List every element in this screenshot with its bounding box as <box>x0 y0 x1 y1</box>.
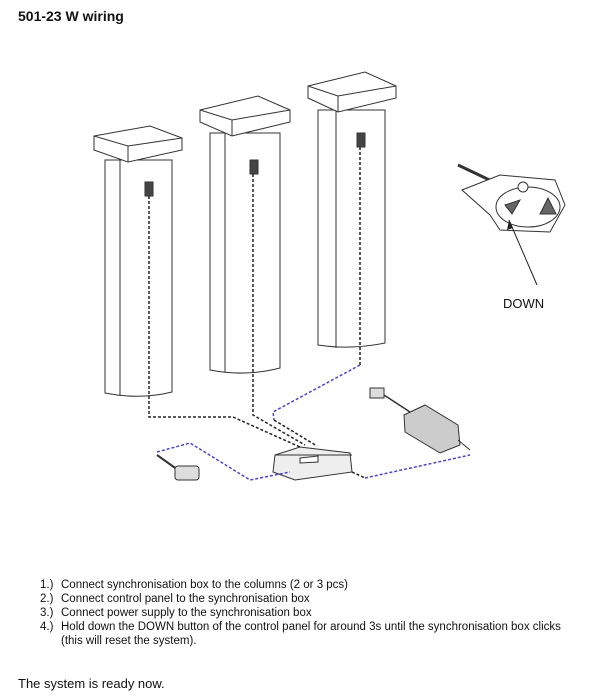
power-supply <box>369 387 471 454</box>
instruction-list: 1.) Connect synchronisation box to the co… <box>40 578 581 648</box>
system-ready-text: The system is ready now. <box>18 676 165 691</box>
down-button-label: DOWN <box>503 296 545 311</box>
synchronisation-box <box>272 446 353 481</box>
column-2 <box>199 95 291 374</box>
instruction-step: 1.) Connect synchronisation box to the co… <box>40 578 581 592</box>
column-1 <box>93 125 183 397</box>
step-number: 3.) <box>40 607 54 619</box>
step-text: Connect power supply to the synchronisat… <box>61 607 312 619</box>
wiring-diagram <box>93 71 566 481</box>
control-panel-small <box>156 454 200 481</box>
instruction-step: 3.) Connect power supply to the synchroni… <box>40 606 581 620</box>
blue-cables <box>156 364 471 481</box>
step-number: 2.) <box>40 593 54 605</box>
column-3 <box>307 71 397 348</box>
step-text: Connect synchronisation box to the colum… <box>61 579 349 591</box>
step-text: Hold down the DOWN button of the control… <box>61 621 561 647</box>
step-number: 4.) <box>40 621 54 633</box>
down-pointer-arrow <box>508 219 538 286</box>
instruction-step: 2.) Connect control panel to the synchron… <box>40 592 581 606</box>
control-panel-closeup <box>457 163 566 233</box>
page-title: 501-23 W wiring <box>18 8 124 24</box>
step-text: Connect control panel to the synchronisa… <box>61 593 310 605</box>
step-number: 1.) <box>40 579 54 591</box>
instruction-step: 4.) Hold down the DOWN button of the cont… <box>40 620 581 648</box>
column-cables <box>148 147 366 479</box>
